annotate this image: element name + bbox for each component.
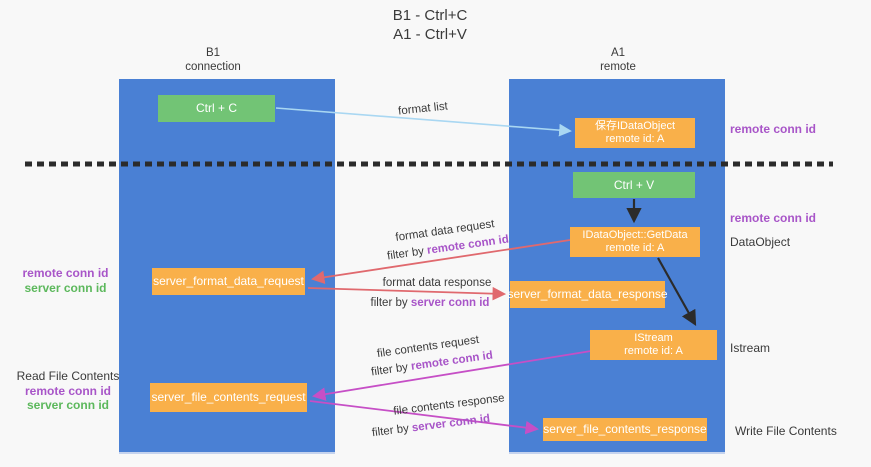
save-idataobject-box: 保存IDataObject remote id: A [575,118,695,148]
ctrl-v-box: Ctrl + V [573,172,695,198]
server-file-contents-response-box: server_file_contents_response [543,418,707,441]
istream-line2: remote id: A [624,345,683,357]
left-remote-conn-id-1: remote conn id [22,266,109,280]
left-conn-id-group-file: Read File Contents remote conn id server… [13,369,123,413]
title-line-2: A1 - Ctrl+V [393,26,467,43]
save-idataobject-line2: remote id: A [605,133,665,145]
format-list-label: format list [397,100,449,118]
server-format-data-request-box: server_format_data_request [152,268,305,295]
server-format-data-response-label: server_format_data_response [507,287,668,301]
getdata-line1: IDataObject::GetData [582,229,688,241]
write-file-contents-label: Write File Contents [735,424,837,438]
left-server-conn-id-1: server conn id [24,280,107,295]
remote-conn-id-label-mid: remote conn id [730,211,817,225]
ctrl-c-label: Ctrl + C [195,101,237,115]
filter-by-text: filter by [371,422,413,440]
istream-side-label: Istream [730,341,771,355]
left-remote-conn-id-2: remote conn id [24,383,111,398]
left-column-role: connection [185,61,241,73]
left-column-header: B1 connection [163,46,263,74]
save-idataobject-line1: 保存IDataObject [594,120,676,132]
format-data-response-label: format data response [382,277,492,289]
left-server-conn-id-2: server conn id [26,398,110,412]
right-column-role: remote [600,61,636,73]
filter-by-text: filter by [386,244,428,263]
right-column-header: A1 remote [568,46,668,74]
server-file-contents-request-label: server_file_contents_request [151,390,306,404]
filter-by-text: filter by [370,360,412,379]
ctrl-v-label: Ctrl + V [613,177,655,192]
left-conn-id-group-format: remote conn id server conn id [13,266,118,295]
getdata-line2: remote id: A [605,242,665,254]
read-file-contents-label: Read File Contents [16,369,120,383]
format-data-response-filter-label: filter by server conn id [371,297,490,309]
filter-server-conn-id: server conn id [411,412,491,435]
server-format-data-response-box: server_format_data_response [507,281,668,308]
title-line-1: B1 - Ctrl+C [392,7,468,24]
remote-conn-id-label-top: remote conn id [730,122,817,136]
filter-by-text: filter by [370,297,411,309]
right-column-name: A1 [610,47,626,59]
filter-server-conn-id: server conn id [410,297,490,309]
server-file-contents-response-label: server_file_contents_response [543,422,707,436]
server-file-contents-request-box: server_file_contents_request [150,383,307,412]
left-column-name: B1 [205,47,221,59]
istream-line1: IStream [634,332,673,344]
dataobject-label: DataObject [730,235,791,249]
getdata-box: IDataObject::GetData remote id: A [570,227,700,257]
istream-box: IStream remote id: A [590,330,717,360]
ctrl-c-box: Ctrl + C [158,95,275,122]
file-contents-response-filter-label: filter by server conn id [371,413,490,439]
server-format-data-request-label: server_format_data_request [153,274,304,288]
diagram-title: B1 - Ctrl+C A1 - Ctrl+V [310,6,550,44]
